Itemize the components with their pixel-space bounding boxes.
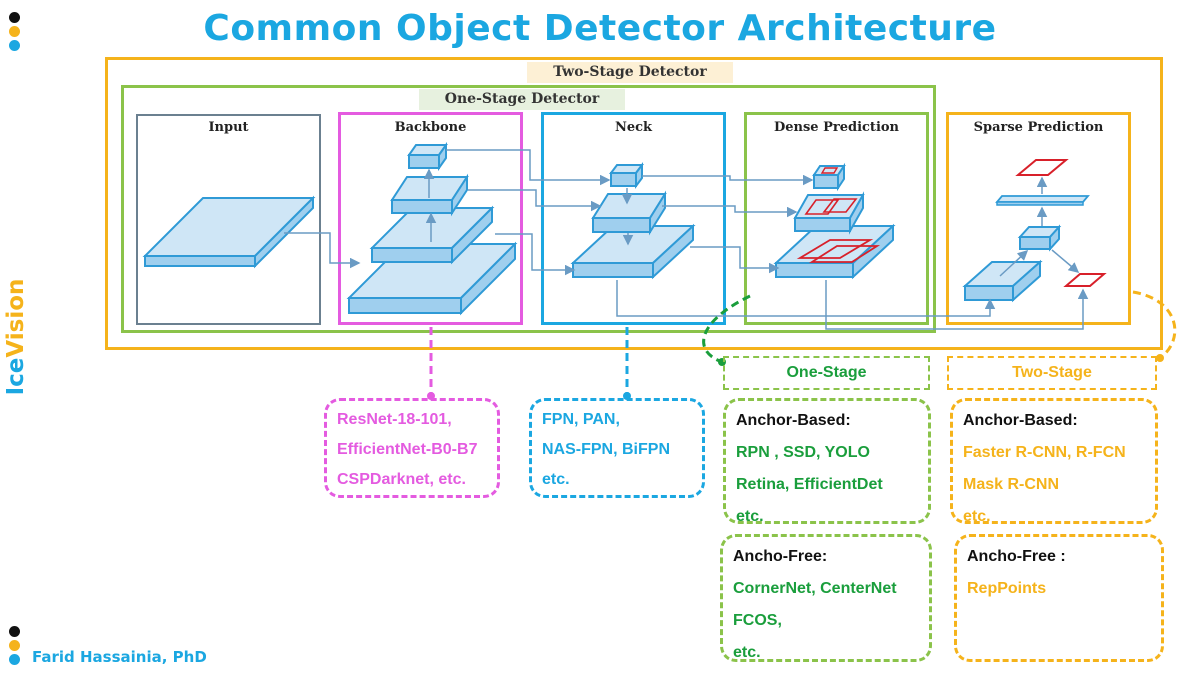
one-stage-anchor-based-header: Anchor-Based:	[736, 412, 851, 429]
one-stage-header: One-Stage	[723, 356, 930, 390]
one-stage-anchor-free-item-2: FCOS,	[733, 612, 782, 629]
two-stage-anchor-free-box: Ancho-Free : RepPoints	[954, 534, 1164, 662]
dense-prediction-panel-title: Dense Prediction	[773, 120, 900, 135]
neck-examples-box: FPN, PAN, NAS-FPN, BiFPN etc.	[529, 398, 705, 498]
neck-layers	[570, 162, 696, 280]
one-stage-anchor-based-item-3: etc.	[736, 508, 764, 525]
two-stage-leader-dot	[1156, 354, 1164, 362]
neck-panel	[541, 112, 726, 325]
page-title: Common Object Detector Architecture	[203, 8, 997, 49]
input-layer	[142, 195, 316, 269]
one-stage-anchor-free-header: Ancho-Free:	[733, 548, 828, 565]
sparse-prediction-layers	[962, 159, 1107, 303]
input-panel	[136, 114, 321, 325]
one-stage-anchor-free-item-1: CornerNet, CenterNet	[733, 580, 897, 597]
backbone-example-1: ResNet-18-101,	[337, 411, 452, 428]
one-stage-anchor-based-item-1: RPN , SSD, YOLO	[736, 444, 870, 461]
decor-dot-black-bottom	[9, 626, 20, 637]
two-stage-frame	[105, 57, 1163, 350]
neck-example-2: NAS-FPN, BiFPN	[542, 441, 670, 458]
backbone-layers	[346, 141, 518, 316]
one-stage-anchor-free-box: Ancho-Free: CornerNet, CenterNet FCOS, e…	[720, 534, 932, 662]
decor-dot-yellow-top	[9, 26, 20, 37]
two-stage-anchor-based-item-2: Mask R-CNN	[963, 476, 1060, 493]
sparse-prediction-panel-title: Sparse Prediction	[973, 120, 1104, 135]
one-stage-anchor-free-item-3: etc.	[733, 644, 761, 661]
input-panel-title: Input	[208, 120, 249, 135]
one-stage-anchor-based-box: Anchor-Based: RPN , SSD, YOLO Retina, Ef…	[723, 398, 931, 525]
two-stage-anchor-free-item-1: RepPoints	[967, 580, 1047, 597]
one-stage-frame	[121, 85, 936, 333]
two-stage-anchor-based-box: Anchor-Based: Faster R-CNN, R-FCN Mask R…	[950, 398, 1158, 525]
sparse-prediction-panel	[946, 112, 1131, 325]
dense-prediction-layers	[773, 162, 896, 280]
backbone-panel-title: Backbone	[394, 120, 467, 135]
two-stage-header: Two-Stage	[947, 356, 1157, 390]
decor-dot-blue-bottom	[9, 654, 20, 665]
backbone-example-2: EfficientNet-B0-B7	[337, 441, 478, 458]
backbone-panel	[338, 112, 523, 325]
dense-prediction-panel	[744, 112, 929, 325]
neck-example-3: etc.	[542, 471, 570, 488]
two-stage-anchor-based-header: Anchor-Based:	[963, 412, 1078, 429]
decor-dot-blue-top	[9, 40, 20, 51]
one-stage-label: One-Stage Detector	[419, 89, 625, 110]
two-stage-label: Two-Stage Detector	[527, 62, 733, 83]
two-stage-anchor-based-item-3: etc.	[963, 508, 991, 525]
neck-example-1: FPN, PAN,	[542, 411, 620, 428]
author-credit: Farid Hassainia, PhD	[32, 648, 207, 666]
two-stage-anchor-free-header: Ancho-Free :	[967, 548, 1066, 565]
decor-dot-black-top	[9, 12, 20, 23]
dashed-leaders	[429, 290, 1177, 396]
backbone-example-3: CSPDarknet, etc.	[337, 471, 466, 488]
decor-dot-yellow-bottom	[9, 640, 20, 651]
backbone-examples-box: ResNet-18-101, EfficientNet-B0-B7 CSPDar…	[324, 398, 500, 498]
neck-panel-title: Neck	[614, 120, 653, 135]
flow-connectors	[284, 149, 1089, 330]
one-stage-anchor-based-item-2: Retina, EfficientDet	[736, 476, 883, 493]
two-stage-anchor-based-item-1: Faster R-CNN, R-FCN	[963, 444, 1126, 461]
